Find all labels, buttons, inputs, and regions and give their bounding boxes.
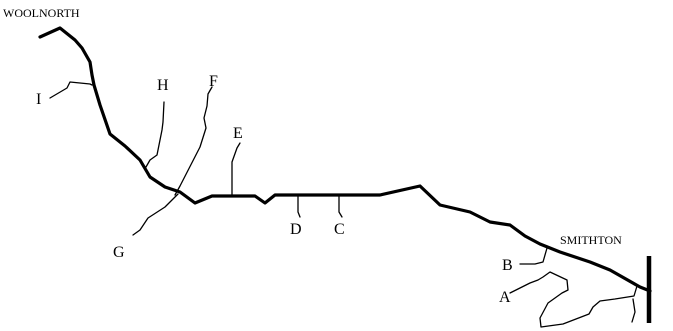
branch-a-spur	[631, 298, 636, 323]
branch-label-g: G	[113, 244, 125, 261]
branch-a	[509, 271, 638, 328]
branch-label-d: D	[290, 221, 302, 238]
branch-label-h: H	[157, 77, 169, 94]
branch-label-c: C	[334, 221, 345, 238]
branch-i	[49, 81, 93, 99]
branch-d	[297, 195, 301, 218]
branch-c	[338, 195, 343, 218]
branch-b	[519, 247, 548, 265]
woolnorth-label: WOOLNORTH	[3, 6, 80, 20]
smithton-label: SMITHTON	[560, 233, 622, 247]
branch-label-a: A	[499, 289, 511, 306]
main-line	[38, 26, 652, 293]
branch-f	[174, 86, 213, 196]
branch-h	[145, 101, 165, 168]
branch-label-e: E	[233, 125, 243, 142]
branch-label-b: B	[502, 257, 513, 274]
branch-e	[231, 142, 241, 197]
branch-g	[132, 193, 179, 236]
branch-label-i: I	[36, 91, 41, 108]
branch-label-f: F	[209, 73, 218, 90]
